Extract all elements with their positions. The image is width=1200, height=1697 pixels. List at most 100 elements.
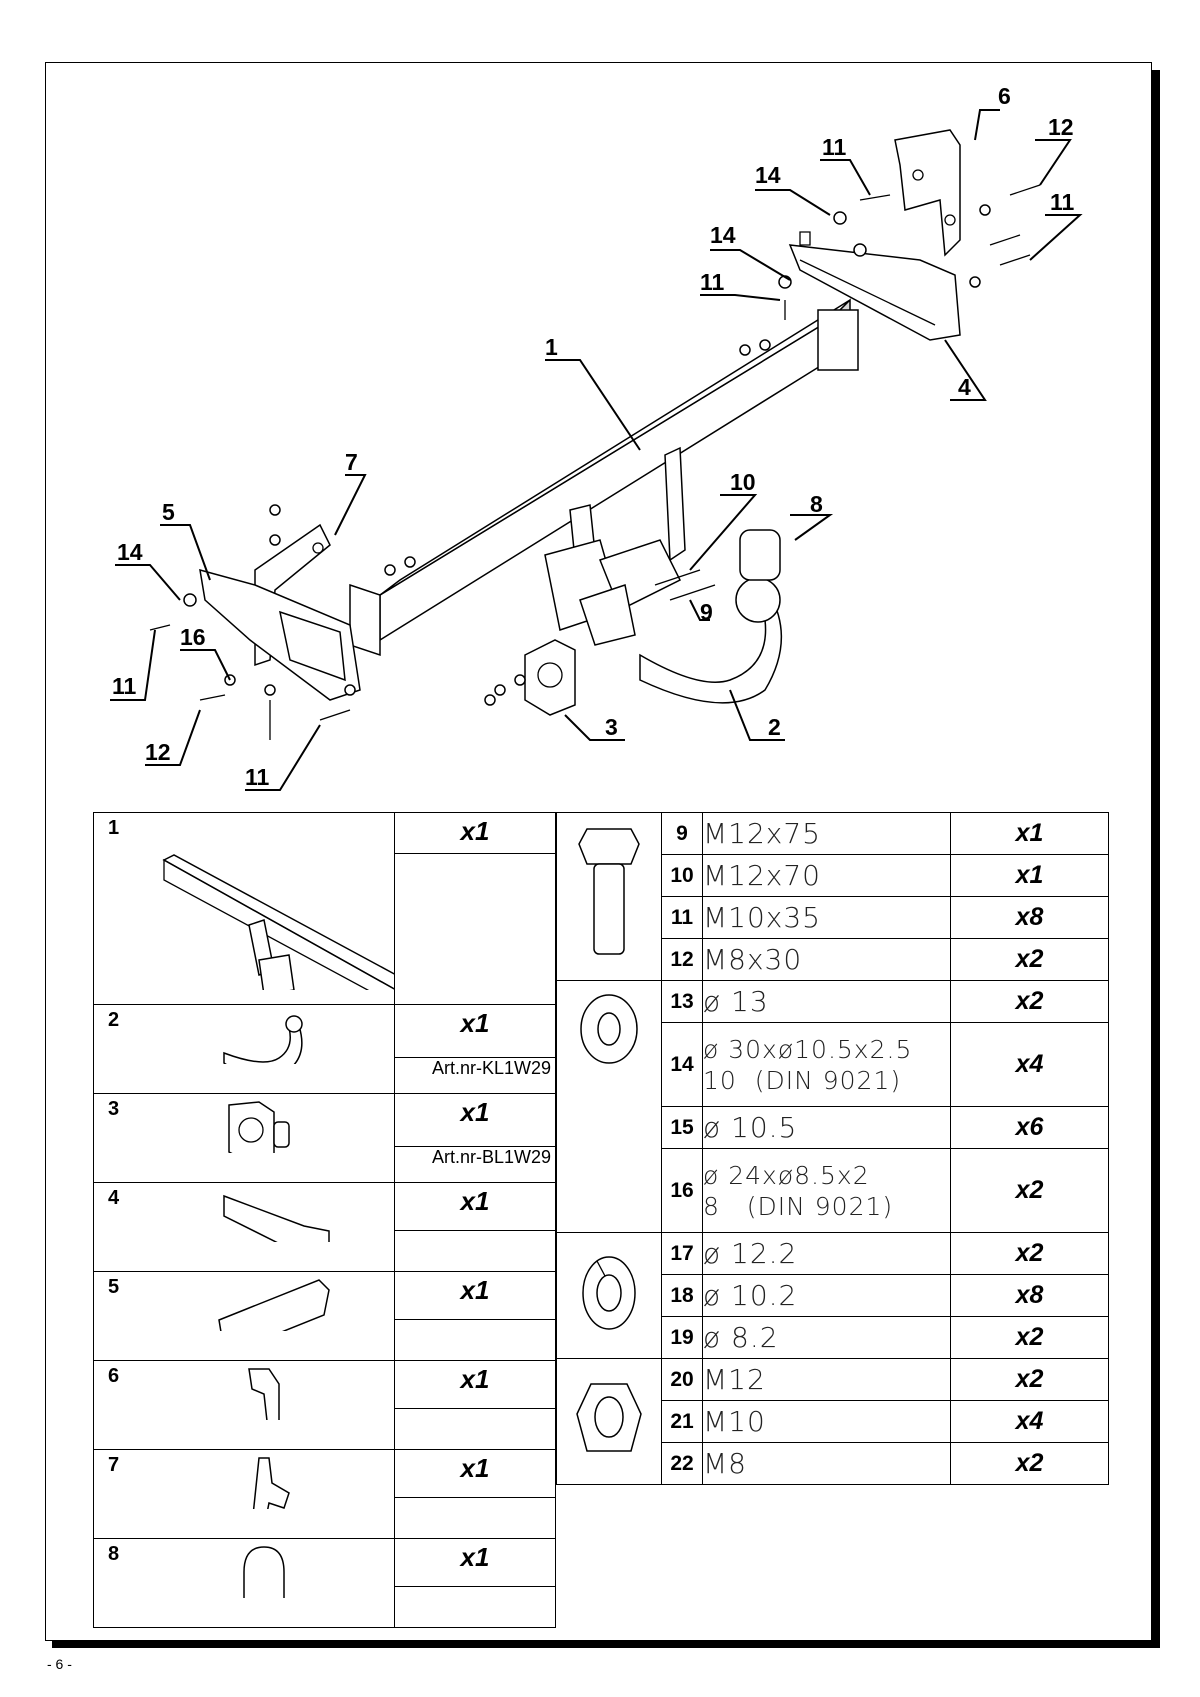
part-number: 7	[108, 1454, 120, 1476]
hardware-number: 12	[661, 938, 703, 981]
part-number: 8	[108, 1543, 120, 1565]
tow-bar-crossmember-icon	[162, 854, 426, 1017]
exploded-assembly-drawing: 6 12 11 14 11 14 11 1 4 7 10 8 5 14 16 9…	[110, 83, 1083, 791]
callout-label: 14	[117, 539, 143, 565]
hardware-image-cell	[556, 980, 662, 1233]
hardware-row: 11 M10x35 x8	[557, 896, 1109, 939]
empty-cell	[394, 853, 556, 1005]
hardware-description: M8x30	[702, 938, 951, 981]
callout-label: 2	[768, 714, 781, 740]
callout-label: 7	[345, 449, 358, 475]
part-cell: 6	[93, 1360, 395, 1450]
bracket-7-drawing	[254, 523, 331, 667]
part-cell: 8	[93, 1538, 395, 1628]
qty-cell: x1	[394, 1182, 556, 1231]
page-number: - 6 -	[47, 1656, 72, 1672]
hardware-qty: x4	[950, 1022, 1109, 1107]
article-number: Art.nr-KL1W29	[431, 1058, 551, 1079]
hardware-number: 22	[661, 1442, 703, 1485]
left-side-bracket-icon	[218, 1279, 330, 1351]
hardware-description: M12x70	[702, 854, 951, 897]
hardware-qty: x2	[950, 1358, 1109, 1401]
hardware-image-cell	[556, 1358, 662, 1485]
part-cell: 7	[93, 1449, 395, 1539]
art-cell: Art.nr-BL1W29	[394, 1146, 556, 1183]
empty-cell	[394, 1319, 556, 1361]
qty-cell: x1	[394, 1360, 556, 1409]
part-row: 4 x1	[93, 1182, 556, 1272]
hardware-qty: x1	[950, 812, 1109, 855]
hardware-description: ø 8.2	[702, 1316, 951, 1359]
part-qty: x1	[460, 1186, 490, 1216]
callout-label: 11	[1050, 189, 1075, 215]
part-row: 7 x1	[93, 1449, 556, 1539]
part-number: 6	[108, 1365, 120, 1387]
hardware-row: 21 M10 x4	[557, 1400, 1109, 1443]
hardware-description: M8	[702, 1442, 951, 1485]
part-row: 6 x1	[93, 1360, 556, 1450]
callout-label: 12	[1048, 114, 1074, 140]
hardware-number: 20	[661, 1358, 703, 1401]
qty-cell: x1	[394, 1271, 556, 1320]
hardware-description-line: ø 30xø10.5x2.5	[703, 1034, 913, 1064]
callout-label: 6	[998, 83, 1011, 109]
part-number: 4	[108, 1187, 120, 1209]
part-number: 5	[108, 1276, 120, 1298]
hardware-number: 10	[661, 854, 703, 897]
part-qty: x1	[460, 1097, 490, 1127]
hardware-number: 21	[661, 1400, 703, 1443]
hardware-number: 17	[661, 1232, 703, 1275]
tow-ball-neck-icon	[223, 1015, 303, 1078]
callout-label: 11	[112, 673, 137, 699]
hardware-number: 13	[661, 980, 703, 1023]
callout-label: 10	[730, 469, 756, 495]
qty-cell: x1	[394, 1003, 556, 1059]
part-cell: 1	[93, 812, 426, 1017]
hardware-qty: x8	[950, 1274, 1109, 1317]
callout-label: 9	[700, 599, 713, 625]
parts-table-right: 9 M12x75 x1 10 M12x70 x1 11 M10x35 x8 12…	[556, 812, 1109, 1485]
socket-plate-drawing	[524, 639, 576, 716]
hardware-qty: x2	[950, 1316, 1109, 1359]
hardware-image-cell	[556, 812, 662, 981]
callout-label: 8	[810, 491, 823, 517]
callout-label: 1	[545, 334, 558, 360]
callout-label: 11	[822, 134, 847, 160]
callout-labels: 6 12 11 14 11 14 11 1 4 7 10 8 5 14 16 9…	[112, 83, 1075, 790]
part-qty: x1	[460, 1453, 490, 1483]
qty-cell: x1	[394, 1449, 556, 1498]
hardware-qty: x6	[950, 1106, 1109, 1149]
bracket-5-drawing	[199, 568, 361, 701]
part-qty: x1	[460, 1364, 490, 1394]
hardware-qty: x8	[950, 896, 1109, 939]
hardware-qty: x1	[950, 854, 1109, 897]
socket-plate-icon	[228, 1101, 290, 1166]
callout-label: 14	[755, 162, 781, 188]
article-number: Art.nr-BL1W29	[431, 1147, 551, 1168]
hardware-description-line: 10 (DIN 9021)	[703, 1065, 902, 1095]
hardware-qty: x2	[950, 980, 1109, 1023]
hardware-image-cell	[556, 1232, 662, 1359]
hardware-row: 17 ø 12.2 x2	[556, 1232, 1109, 1359]
empty-cell	[394, 1408, 556, 1450]
tow-ball-drawing	[639, 529, 783, 704]
part-qty: x1	[460, 1008, 490, 1038]
hardware-qty: x2	[950, 1148, 1109, 1233]
left-small-bracket-icon	[251, 1457, 290, 1529]
hardware-description: ø 10.5	[702, 1106, 951, 1149]
part-number: 2	[108, 1009, 120, 1031]
hardware-row: 20 M12 x2	[556, 1358, 1109, 1485]
hardware-number: 9	[661, 812, 703, 855]
hardware-number: 18	[661, 1274, 703, 1317]
qty-cell: x1	[394, 812, 556, 854]
hardware-description: ø 10.2	[702, 1274, 951, 1317]
part-cell: 3	[93, 1093, 395, 1183]
ball-cap-icon	[243, 1546, 285, 1618]
hardware-description: ø 12.2	[702, 1232, 951, 1275]
bracket-6-drawing	[894, 129, 961, 257]
hardware-number: 14	[661, 1022, 703, 1107]
hardware-qty: x2	[950, 1232, 1109, 1275]
callout-label: 4	[958, 374, 971, 400]
